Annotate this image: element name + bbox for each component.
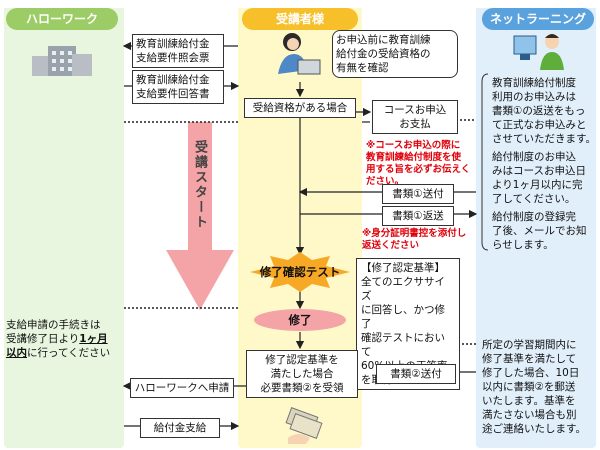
before-apply-box: お申込前に教育訓練 給付金の受給資格の 有無を確認: [332, 30, 458, 78]
deadline-note-c: に行ってください: [27, 347, 111, 359]
red-note-id: ※身分証明書控を添付し 返送ください: [362, 228, 467, 251]
course-apply-box: コースお申込 お支払: [372, 100, 458, 134]
net-note-4: 所定の学習期間内に 修了基準を満たして 修了した場合、10日 以内に書類②を郵送…: [482, 339, 586, 435]
doc1-return-box: 書類①返送: [382, 206, 454, 226]
finish-label: 修了: [288, 313, 312, 327]
hellowork-column: [4, 8, 124, 448]
person-laptop-icon: [278, 33, 321, 75]
doc1-send-box: 書類①送付: [382, 184, 454, 204]
start-label: 受講スタート: [192, 140, 207, 230]
hellowork-header: ハローワーク: [6, 8, 118, 30]
net-header: ネットラーニング: [482, 8, 594, 30]
red-note-apply: ※コースお申込の際に 教育訓練給付制度を使 用する旨を必ずお伝えく ださい。: [366, 140, 471, 187]
test-label: 修了確認テスト: [259, 265, 341, 279]
building-icon: [32, 46, 92, 76]
net-note-2: 給付制度のお申込 みはコースお申込日 より1ヶ月以内に完 了してください。: [492, 151, 586, 205]
confirm-docs-box: 教育訓練給付金 支給要件照会票: [132, 34, 224, 68]
student-header: 受講者様: [242, 8, 358, 30]
finish-ellipse: [254, 309, 346, 331]
man-monitor-icon: [513, 34, 564, 70]
eligible-box: 受給資格がある場合: [244, 98, 356, 118]
net-column: [476, 8, 596, 448]
net-bracket: [481, 73, 489, 251]
criteria-met-box: 修了認定基準を 満たした場合 必要書類②を受領: [246, 350, 358, 398]
test-burst: [250, 252, 350, 292]
net-note-1: 教育訓練給付制度 利用のお申込みは 書類①の返送をもっ て正式なお申込みと させ…: [492, 77, 596, 145]
banknote-icon: [285, 407, 323, 444]
deadline-note: 支給申請の手続きは 受講修了日より1ヶ月 以内に行ってください: [6, 318, 120, 360]
to-hellowork-box: ハローワークへ申請: [130, 378, 234, 398]
payment-box: 給付金支給: [140, 418, 220, 438]
answer-docs-box: 教育訓練給付金 支給要件回答書: [132, 70, 224, 104]
criteria-title: 【修了認定基準】: [361, 262, 445, 274]
deadline-note-a: 支給申請の手続きは 受講修了日より: [6, 319, 101, 345]
start-arrow: [166, 122, 234, 310]
doc2-send-box: 書類②送付: [376, 364, 456, 384]
deadline-note-b: 1ヶ月 以内: [6, 333, 108, 359]
net-note-3: 給付制度の登録完 了後、メールでお知 らせします。: [492, 211, 587, 251]
